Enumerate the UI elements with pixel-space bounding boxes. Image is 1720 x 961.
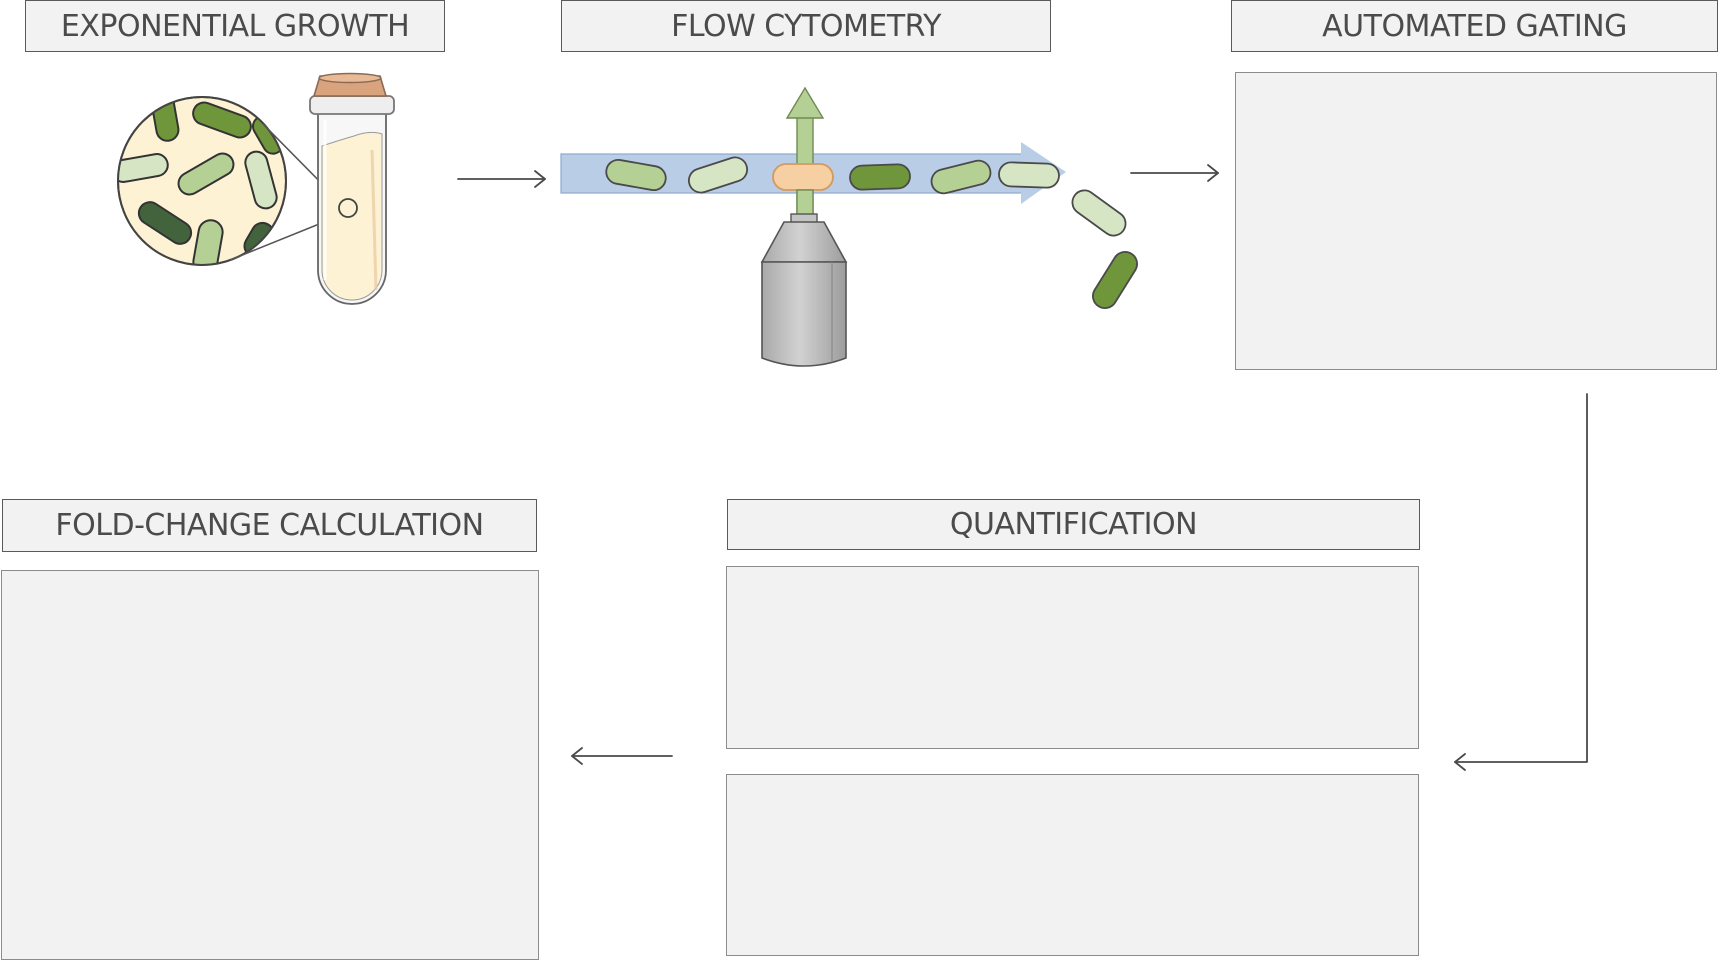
cell <box>1071 189 1127 237</box>
cell <box>849 163 911 191</box>
bacterium-cell <box>192 219 224 265</box>
bacterium-cell <box>177 152 235 196</box>
title-exponential-growth: EXPONENTIAL GROWTH <box>25 0 445 52</box>
bacterium-cell <box>137 201 193 245</box>
arrow-quantification-to-fold-change <box>571 747 673 765</box>
title-flow-cytometry: FLOW CYTOMETRY <box>561 0 1051 52</box>
bacterium-cell <box>244 150 278 210</box>
detector-icon <box>760 213 848 367</box>
cell <box>930 159 992 195</box>
test-tube-icon <box>309 72 395 305</box>
arrow-gating-to-quantification <box>1454 393 1588 771</box>
cell <box>998 161 1060 189</box>
bacterium-cell <box>118 153 169 183</box>
fold-change-panel <box>1 570 539 960</box>
arrow-flow-to-gating <box>1130 164 1219 182</box>
title-fold-change-calculation: FOLD-CHANGE CALCULATION <box>2 499 537 552</box>
magnified-culture-icon <box>117 96 340 266</box>
title-automated-gating: AUTOMATED GATING <box>1231 0 1718 52</box>
automated-gating-panel <box>1235 72 1717 370</box>
quantification-panel-bottom <box>726 774 1419 956</box>
quantification-panel-top <box>726 566 1419 749</box>
cell <box>687 156 749 194</box>
title-quantification: QUANTIFICATION <box>727 499 1420 550</box>
cell <box>605 158 667 192</box>
arrow-growth-to-flow <box>457 170 546 188</box>
cell <box>1092 250 1138 310</box>
flow-cytometer-illustration <box>560 86 1138 367</box>
